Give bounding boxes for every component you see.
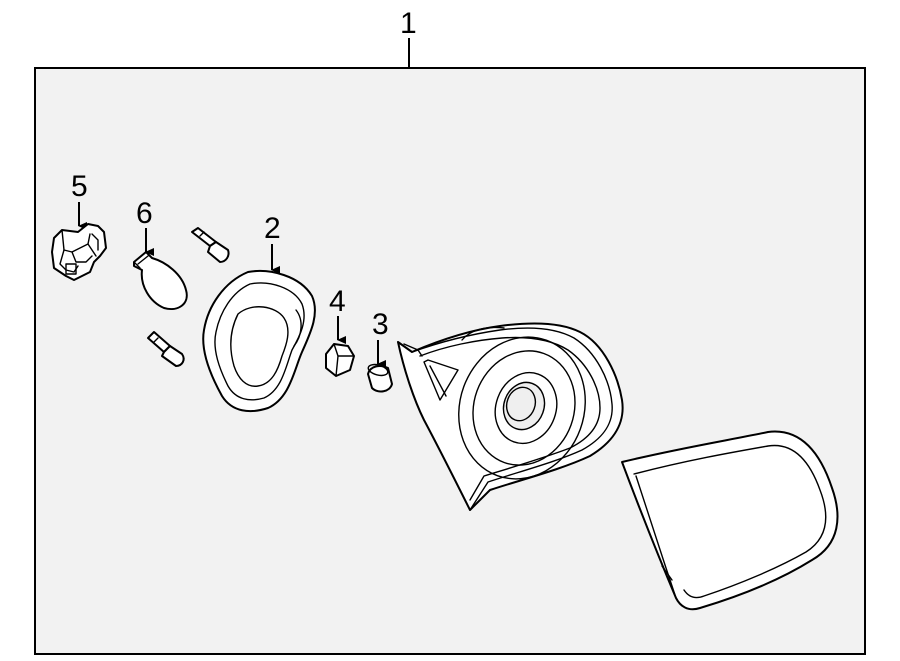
- lamp-housing-part: [397, 322, 624, 511]
- callout-6-label: 6: [136, 197, 153, 230]
- callout-4-label: 4: [329, 285, 346, 318]
- bulb-socket-part: [51, 223, 107, 281]
- callout-2-label: 2: [264, 212, 281, 245]
- gasket-part: [202, 270, 316, 413]
- callout-3-label: 3: [372, 308, 389, 341]
- callout-1-label: 1: [400, 7, 417, 40]
- mounting-stud-lower: [147, 331, 185, 367]
- grommet-part: [367, 363, 393, 393]
- bulb-part: [133, 251, 188, 310]
- nut-part: [325, 343, 355, 377]
- lamp-lens-part: [621, 430, 839, 611]
- mounting-stud-upper: [191, 227, 230, 263]
- callout-5-label: 5: [71, 170, 88, 203]
